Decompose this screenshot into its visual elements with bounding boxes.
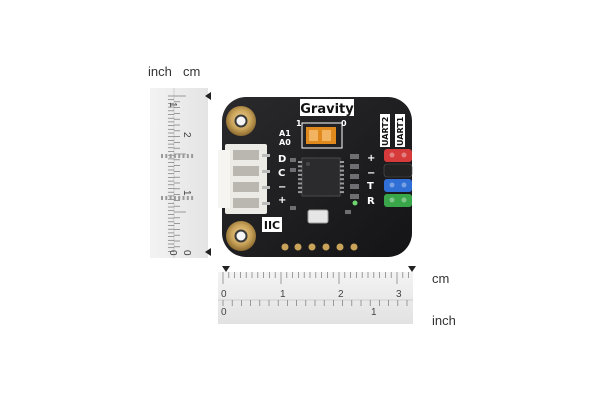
header-red — [384, 149, 412, 162]
horizontal-cm-tick-3: 3 — [396, 289, 402, 300]
horizontal-ruler-body — [218, 272, 413, 324]
right-pin-label-minus: − — [367, 168, 375, 179]
chip-pin — [178, 154, 181, 158]
chip-pin — [298, 161, 302, 163]
chip-pin — [173, 154, 176, 158]
chip-pin — [182, 196, 185, 200]
vertical-cm-tick-1: 1 — [181, 190, 192, 196]
crystal-oscillator — [307, 209, 329, 224]
chip-pin — [191, 154, 194, 158]
uart2-label: UART2 — [381, 117, 390, 146]
switch-position-0: 0 — [341, 119, 347, 128]
chip-pin — [165, 154, 168, 158]
right-pin-label-plus: + — [367, 153, 375, 164]
left-pin-label-d: D — [278, 154, 286, 165]
chip-pin — [298, 178, 302, 181]
horizontal-inch-tick-1: 1 — [371, 307, 377, 318]
chip-pin — [340, 165, 344, 168]
brand-label: Gravity — [300, 102, 354, 117]
iic-label-bg — [262, 217, 282, 232]
chip-pin — [178, 196, 181, 200]
chip-pin — [165, 196, 168, 200]
chip-pin — [298, 186, 302, 189]
horizontal-ruler: 0 1 2 3 0 1 cm inch — [218, 266, 456, 328]
horizontal-cm-tick-0: 0 — [221, 289, 227, 300]
left-pin-label-plus: + — [278, 195, 286, 206]
left-pin-label-c: C — [278, 168, 285, 179]
horizontal-ruler-cm-label: cm — [432, 271, 449, 286]
uart1-label: UART1 — [396, 116, 405, 146]
main-ic-chip — [161, 154, 344, 200]
header-blue — [384, 179, 412, 192]
iic-connector — [218, 144, 270, 214]
mounting-hole-top-left — [226, 106, 256, 136]
vertical-inch-tick-0: 0 — [167, 250, 178, 256]
horizontal-cm-tick-2: 2 — [338, 289, 344, 300]
gravity-module-board: Gravity 1 0 A1 A0 D C − + — [161, 97, 413, 257]
dip-switch-outline — [301, 122, 343, 149]
chip-pin — [161, 196, 163, 200]
vertical-ruler-inch-label: inch — [148, 64, 172, 79]
chip-pin — [182, 154, 185, 158]
horizontal-cm-tick-1: 1 — [280, 289, 286, 300]
chip-pin — [340, 182, 344, 185]
vertical-inch-tick-1: 1 — [167, 102, 178, 108]
right-pin-label-r: R — [367, 196, 375, 207]
switch-label-a1: A1 — [279, 129, 291, 138]
horizontal-ruler-right-marker — [408, 266, 416, 272]
chip-pin — [298, 191, 302, 194]
chip-pin — [340, 178, 344, 181]
chip-pin — [169, 196, 172, 200]
connector-housing — [225, 144, 267, 214]
switch-position-1: 1 — [296, 119, 302, 128]
chip-pin — [298, 182, 302, 185]
chip-pin — [340, 173, 344, 176]
chip-pin — [169, 154, 172, 158]
vertical-ruler-top-marker — [205, 92, 211, 100]
horizontal-inch-tick-0: 0 — [221, 307, 227, 318]
chip-pin — [186, 196, 189, 200]
chip-pin — [340, 191, 344, 194]
horizontal-ruler-left-marker — [222, 266, 230, 272]
switch-label-a0: A0 — [279, 138, 291, 147]
iic-label: IIC — [264, 219, 280, 232]
vertical-ruler-bottom-marker — [205, 248, 211, 256]
chip-pin — [340, 186, 344, 189]
horizontal-ruler-inch-label: inch — [432, 313, 456, 328]
smd-components — [290, 154, 359, 214]
chip-pin — [186, 154, 189, 158]
chip-pin — [191, 196, 194, 200]
power-led — [352, 200, 358, 206]
chip-pin — [298, 169, 302, 172]
vertical-cm-tick-2: 2 — [181, 132, 192, 138]
vertical-ruler-ticks — [168, 95, 186, 252]
left-pin-label-minus: − — [278, 182, 286, 193]
right-pin-label-t: T — [367, 181, 374, 192]
chip-pin — [161, 154, 163, 158]
header-green — [384, 194, 412, 207]
brand-label-bg — [300, 99, 354, 116]
vertical-ruler: inch cm 1 0 2 1 0 — [148, 64, 211, 258]
uart-pin-headers — [383, 149, 413, 207]
bottom-pads — [281, 243, 358, 251]
chip-pin — [298, 165, 302, 168]
horizontal-ruler-ticks — [222, 272, 409, 306]
header-black — [383, 163, 413, 178]
vertical-cm-tick-0: 0 — [181, 250, 192, 256]
vertical-ruler-cm-label: cm — [183, 64, 200, 79]
chip-pin — [298, 173, 302, 176]
mounting-hole-bottom-left — [226, 221, 256, 251]
chip-pin — [340, 161, 344, 163]
chip-pin — [340, 169, 344, 172]
chip-pin — [173, 196, 176, 200]
